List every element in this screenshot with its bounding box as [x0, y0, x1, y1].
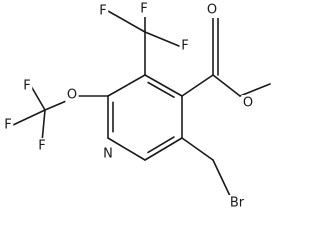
bond-carbonyl-oester	[212, 74, 241, 97]
bond-cf3b-f6	[41, 109, 46, 143]
bond-c3-c4	[144, 74, 183, 97]
chemical-structure: N O O O Br F F F F F F	[2, 1, 271, 211]
bond-c2-c3	[107, 74, 146, 97]
bond-cf3-f1	[107, 10, 146, 33]
atom-label-background	[138, 1, 150, 17]
atom-label-background	[21, 78, 33, 94]
bond-c6-n	[107, 137, 146, 161]
atom-f-2: F	[140, 2, 147, 17]
atom-f-6: F	[38, 139, 45, 154]
atom-f-4: F	[23, 79, 30, 94]
atom-label-background	[101, 146, 115, 162]
atom-br: Br	[230, 196, 245, 211]
atom-label-background	[179, 38, 191, 54]
atom-f-1: F	[99, 4, 106, 19]
atom-f-3: F	[181, 39, 188, 54]
bond-c5-c6-inner	[147, 136, 175, 154]
atom-label-background	[97, 3, 109, 19]
bond-c5-ch2	[181, 137, 214, 161]
bond-c5-c6	[144, 137, 183, 161]
atom-labels: N O O O Br F F F F F F	[2, 1, 255, 211]
atom-label-background	[228, 195, 247, 211]
bond-ch2-br	[212, 159, 231, 197]
bond-cf3-f3	[144, 31, 180, 47]
atom-label-background	[65, 87, 79, 103]
atom-label-background	[2, 117, 14, 133]
bond-c4-carbonyl	[181, 74, 214, 97]
atom-label-background	[36, 138, 48, 154]
atom-label-background	[241, 95, 255, 111]
atom-label-background	[205, 2, 219, 18]
atom-o-ester: O	[243, 96, 253, 111]
bond-cf3b-f5	[12, 109, 46, 126]
atom-o-ether: O	[67, 88, 77, 103]
atom-f-5: F	[4, 118, 11, 133]
bond-cf3b-f4	[30, 85, 46, 111]
bond-oester-methyl	[239, 83, 271, 97]
atom-n: N	[103, 147, 113, 162]
bond-c3-c4-inner	[147, 81, 175, 98]
atom-o-carbonyl: O	[207, 3, 217, 18]
bonds	[12, 10, 271, 197]
